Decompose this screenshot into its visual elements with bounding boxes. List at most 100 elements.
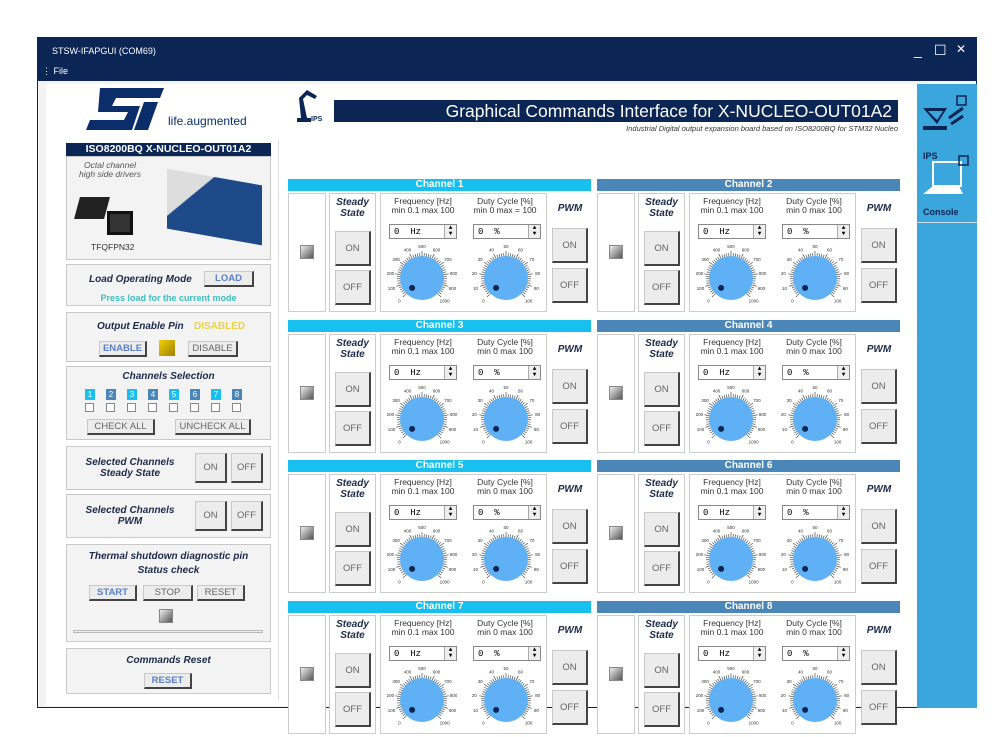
steady-on-button[interactable]: ON: [644, 231, 680, 266]
steady-off-button[interactable]: OFF: [644, 411, 680, 446]
steady-off-button[interactable]: OFF: [335, 692, 371, 727]
channel-select-checkbox[interactable]: [148, 403, 157, 412]
steady-off-button[interactable]: OFF: [335, 411, 371, 446]
steady-off-button[interactable]: OFF: [644, 692, 680, 727]
channel-select-checkbox[interactable]: [232, 403, 241, 412]
pwm-off-button[interactable]: OFF: [552, 268, 588, 303]
duty-spinner-arrows[interactable]: ▲▼: [837, 366, 849, 379]
duty-spinner-arrows[interactable]: ▲▼: [528, 225, 540, 238]
check-all-button[interactable]: CHECK ALL: [87, 419, 155, 435]
duty-spinner-arrows[interactable]: ▲▼: [528, 506, 540, 519]
pwm-on-button[interactable]: ON: [552, 509, 588, 544]
duty-spinner-arrows[interactable]: ▲▼: [837, 506, 849, 519]
pwm-off-button[interactable]: OFF: [861, 409, 897, 444]
frequency-spinner-arrows[interactable]: ▲▼: [753, 366, 765, 379]
steady-on-button[interactable]: ON: [335, 231, 371, 266]
selected-steady-off-button[interactable]: OFF: [231, 453, 263, 483]
uncheck-all-button[interactable]: UNCHECK ALL: [175, 419, 251, 435]
maximize-button[interactable]: ☐: [934, 42, 947, 59]
frequency-input[interactable]: 0 Hz▲▼: [389, 365, 457, 380]
frequency-input[interactable]: 0 Hz▲▼: [389, 224, 457, 239]
duty-spinner-arrows[interactable]: ▲▼: [528, 647, 540, 660]
steady-on-button[interactable]: ON: [644, 372, 680, 407]
frequency-spinner-arrows[interactable]: ▲▼: [753, 647, 765, 660]
channel-select-checkbox[interactable]: [211, 403, 220, 412]
minimize-button[interactable]: _: [914, 42, 922, 58]
steady-off-button[interactable]: OFF: [644, 270, 680, 305]
pwm-off-button[interactable]: OFF: [552, 690, 588, 725]
load-button[interactable]: LOAD: [204, 271, 254, 287]
frequency-spinner-arrows[interactable]: ▲▼: [753, 506, 765, 519]
pwm-off-button[interactable]: OFF: [552, 409, 588, 444]
frequency-input[interactable]: 0 Hz▲▼: [698, 646, 766, 661]
steady-on-button[interactable]: ON: [644, 653, 680, 688]
steady-on-button[interactable]: ON: [335, 653, 371, 688]
steady-off-button[interactable]: OFF: [335, 551, 371, 586]
duty-spinner-arrows[interactable]: ▲▼: [837, 225, 849, 238]
channel-select-checkbox[interactable]: [106, 403, 115, 412]
steady-off-button[interactable]: OFF: [335, 270, 371, 305]
frequency-spinner-arrows[interactable]: ▲▼: [444, 647, 456, 660]
pwm-off-button[interactable]: OFF: [861, 549, 897, 584]
pwm-on-button[interactable]: ON: [861, 228, 897, 263]
frequency-input[interactable]: 0 Hz▲▼: [698, 224, 766, 239]
thermal-stop-button[interactable]: STOP: [143, 585, 193, 601]
disable-button[interactable]: DISABLE: [188, 341, 238, 357]
frequency-input[interactable]: 0 Hz▲▼: [698, 365, 766, 380]
close-button[interactable]: ✕: [956, 42, 966, 56]
selected-pwm-off-button[interactable]: OFF: [231, 501, 263, 531]
frequency-spinner-arrows[interactable]: ▲▼: [444, 366, 456, 379]
pwm-on-button[interactable]: ON: [552, 228, 588, 263]
pwm-off-button[interactable]: OFF: [861, 268, 897, 303]
pwm-on-button[interactable]: ON: [861, 369, 897, 404]
pwm-on-button[interactable]: ON: [861, 650, 897, 685]
duty-input[interactable]: 0 %▲▼: [473, 646, 541, 661]
duty-input[interactable]: 0 %▲▼: [782, 505, 850, 520]
channel-select-checkbox[interactable]: [190, 403, 199, 412]
selected-pwm-on-button[interactable]: ON: [195, 501, 227, 531]
duty-spinner-arrows[interactable]: ▲▼: [837, 647, 849, 660]
channel-select-checkbox[interactable]: [169, 403, 178, 412]
enable-button[interactable]: ENABLE: [99, 341, 147, 357]
thermal-reset-button[interactable]: RESET: [197, 585, 245, 601]
frequency-input[interactable]: 0 Hz▲▼: [389, 646, 457, 661]
frequency-spinner-arrows[interactable]: ▲▼: [753, 225, 765, 238]
thermal-start-button[interactable]: START: [89, 585, 137, 601]
sidebar-ips-button[interactable]: IPS: [919, 94, 975, 154]
commands-reset-button[interactable]: RESET: [144, 673, 192, 689]
steady-off-button[interactable]: OFF: [644, 551, 680, 586]
pwm-on-button[interactable]: ON: [861, 509, 897, 544]
duty-input[interactable]: 0 %▲▼: [473, 224, 541, 239]
steady-on-button[interactable]: ON: [335, 512, 371, 547]
duty-input[interactable]: 0 %▲▼: [782, 224, 850, 239]
steady-on-button[interactable]: ON: [644, 512, 680, 547]
duty-input[interactable]: 0 %▲▼: [473, 365, 541, 380]
duty-spinner-arrows[interactable]: ▲▼: [528, 366, 540, 379]
frequency-input[interactable]: 0 Hz▲▼: [698, 505, 766, 520]
pwm-on-button[interactable]: ON: [552, 650, 588, 685]
pwm-off-button[interactable]: OFF: [861, 690, 897, 725]
frequency-input[interactable]: 0 Hz▲▼: [389, 505, 457, 520]
frequency-spinner-arrows[interactable]: ▲▼: [444, 506, 456, 519]
duty-input[interactable]: 0 %▲▼: [782, 646, 850, 661]
channel-select-checkbox[interactable]: [85, 403, 94, 412]
pwm-off-button[interactable]: OFF: [552, 549, 588, 584]
steady-on-button[interactable]: ON: [335, 372, 371, 407]
pwm-on-button[interactable]: ON: [552, 369, 588, 404]
selected-steady-on-button[interactable]: ON: [195, 453, 227, 483]
frequency-spinner-arrows[interactable]: ▲▼: [444, 225, 456, 238]
